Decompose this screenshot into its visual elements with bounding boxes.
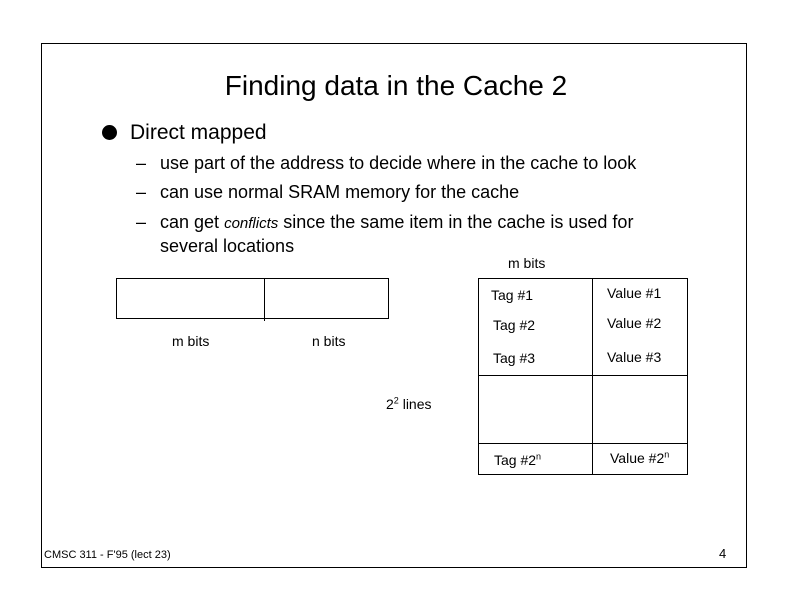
cache-table — [478, 278, 688, 475]
table-value-2: Value #2 — [607, 315, 662, 331]
table-tag-1: Tag #1 — [491, 287, 534, 303]
address-n-bits-label: n bits — [312, 333, 346, 349]
bullet-direct-mapped: Direct mapped — [130, 121, 267, 144]
sub-item-3-before: can get — [160, 212, 220, 232]
lines-label: 22 lines — [386, 395, 432, 413]
address-divider — [264, 278, 265, 321]
table-tag-3: Tag #3 — [493, 350, 536, 366]
sub-item-1: –use part of the address to decide where… — [136, 151, 636, 175]
sub-item-2: –can use normal SRAM memory for the cach… — [136, 180, 519, 204]
table-value-last: Value #2n — [610, 449, 669, 467]
table-column-divider — [592, 278, 593, 475]
page-number: 4 — [719, 546, 727, 561]
bullet-dot-icon — [102, 125, 117, 140]
table-tag-last: Tag #2n — [494, 451, 541, 469]
sub-item-2-text: can use normal SRAM memory for the cache — [160, 182, 520, 202]
lines-exponent: 2 — [393, 395, 399, 406]
footer-course: CMSC 311 - F'95 (lect 23) — [44, 549, 171, 561]
lines-base: 2 — [386, 396, 394, 412]
table-value-3: Value #3 — [607, 349, 662, 365]
table-row-divider — [478, 375, 688, 376]
value-last-exponent: n — [664, 449, 670, 460]
table-value-1: Value #1 — [607, 285, 662, 301]
slide-frame — [41, 43, 747, 568]
slide-title: Finding data in the Cache 2 — [224, 70, 568, 101]
sub-item-3-after: since the same item in the cache is used… — [283, 212, 634, 232]
dash-icon: – — [136, 182, 147, 202]
dash-icon: – — [136, 212, 147, 232]
value-last-base: Value #2 — [610, 450, 665, 466]
address-box — [116, 278, 389, 319]
sub-item-1-text: use part of the address to decide where … — [160, 153, 637, 173]
tag-last-base: Tag #2 — [494, 452, 537, 468]
conflicts-emphasis: conflicts — [224, 215, 279, 232]
tag-last-exponent: n — [536, 451, 542, 462]
sub-item-3-continuation: several locations — [160, 236, 295, 256]
lines-suffix: lines — [398, 396, 432, 412]
table-m-bits-label: m bits — [508, 255, 546, 271]
table-row-divider — [478, 443, 688, 444]
address-m-bits-label: m bits — [172, 333, 210, 349]
table-tag-2: Tag #2 — [493, 317, 536, 333]
dash-icon: – — [136, 153, 147, 173]
sub-item-3: –can get conflicts since the same item i… — [136, 210, 633, 236]
